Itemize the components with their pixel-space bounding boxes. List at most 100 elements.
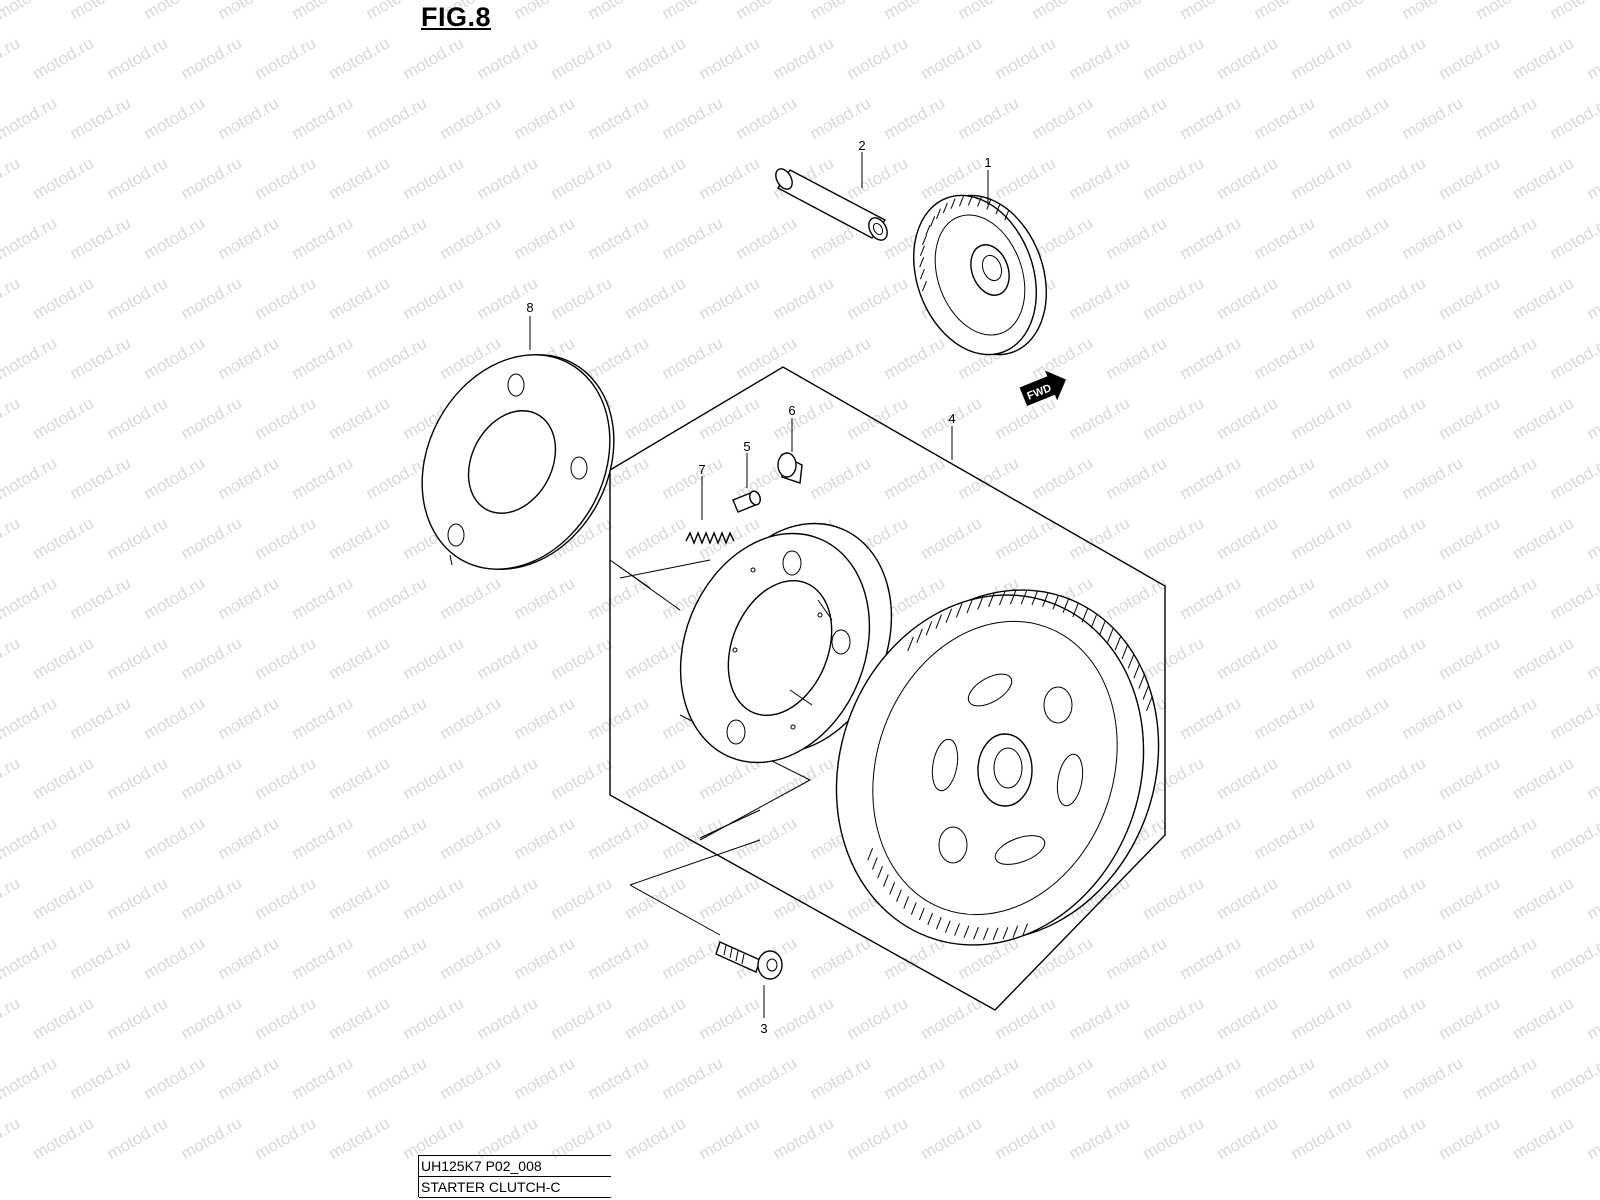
watermark-text: motod.ru xyxy=(511,933,579,983)
watermark-text: motod.ru xyxy=(1251,933,1319,983)
watermark-text: motod.ru xyxy=(363,93,431,143)
watermark-text: motod.ru xyxy=(1103,573,1171,623)
watermark-text: motod.ru xyxy=(918,1113,986,1163)
watermark-text: motod.ru xyxy=(807,0,875,23)
watermark-text: motod.ru xyxy=(1066,1113,1134,1163)
gear-tooth xyxy=(919,257,925,268)
watermark-text: motod.ru xyxy=(585,933,653,983)
watermark-text: motod.ru xyxy=(252,273,320,323)
watermark-text: motod.ru xyxy=(1362,393,1430,443)
gear-tooth xyxy=(1062,598,1070,613)
watermark-text: motod.ru xyxy=(622,753,690,803)
watermark-text: motod.ru xyxy=(1103,453,1171,503)
watermark-text: motod.ru xyxy=(1510,993,1578,1043)
watermark-text: motod.ru xyxy=(141,693,209,743)
watermark-text: motod.ru xyxy=(992,33,1060,83)
watermark-text: motod.ru xyxy=(1029,0,1097,23)
watermark-text: motod.ru xyxy=(1473,0,1541,23)
watermark-text: motod.ru xyxy=(1510,513,1578,563)
watermark-text: motod.ru xyxy=(1288,1113,1356,1163)
watermark-text: motod.ru xyxy=(67,813,135,863)
watermark-text: motod.ru xyxy=(252,153,320,203)
watermark-text: motod.ru xyxy=(1066,273,1134,323)
watermark-text: motod.ru xyxy=(770,753,838,803)
watermark-text: motod.ru xyxy=(548,33,616,83)
figure-title: FIG.8 xyxy=(421,2,492,32)
watermark-text: motod.ru xyxy=(844,33,912,83)
watermark-text: motod.ru xyxy=(1214,273,1282,323)
watermark-text: motod.ru xyxy=(696,393,764,443)
watermark-text: motod.ru xyxy=(474,153,542,203)
watermark-text: motod.ru xyxy=(474,873,542,923)
watermark-text: motod.ru xyxy=(1473,453,1541,503)
watermark-text: motod.ru xyxy=(363,933,431,983)
watermark-text: motod.ru xyxy=(0,393,23,443)
watermark-text: motod.ru xyxy=(67,453,135,503)
watermark-text: motod.ru xyxy=(1325,933,1393,983)
watermark-text: motod.ru xyxy=(1436,1113,1504,1163)
watermark-text: motod.ru xyxy=(400,753,468,803)
gear-tooth xyxy=(1004,210,1010,221)
watermark-text: motod.ru xyxy=(326,273,394,323)
watermark-text: motod.ru xyxy=(67,573,135,623)
watermark-text: motod.ru xyxy=(30,753,98,803)
watermark-text: motod.ru xyxy=(326,753,394,803)
watermark-text: motod.ru xyxy=(1029,453,1097,503)
watermark-text: motod.ru xyxy=(326,393,394,443)
watermark-text: motod.ru xyxy=(0,813,60,863)
watermark-text: motod.ru xyxy=(622,393,690,443)
watermark-text: motod.ru xyxy=(1140,513,1208,563)
watermark-text: motod.ru xyxy=(289,1053,357,1103)
watermark-text: motod.ru xyxy=(215,933,283,983)
watermark-text: motod.ru xyxy=(955,453,1023,503)
watermark-text: motod.ru xyxy=(622,513,690,563)
watermark-text: motod.ru xyxy=(807,333,875,383)
watermark-text: motod.ru xyxy=(1177,933,1245,983)
watermark-text: motod.ru xyxy=(1251,0,1319,23)
watermark-text: motod.ru xyxy=(807,453,875,503)
callout-labels: 1 2 3 4 5 6 7 8 xyxy=(526,138,991,1036)
gear-tooth xyxy=(1142,685,1150,700)
watermark-text: motod.ru xyxy=(548,873,616,923)
watermark-text: motod.ru xyxy=(1547,453,1600,503)
watermark-text: motod.ru xyxy=(1510,33,1578,83)
watermark-text: motod.ru xyxy=(104,513,172,563)
gear-tooth xyxy=(1146,696,1153,711)
watermark-text: motod.ru xyxy=(1140,873,1208,923)
watermark-text: motod.ru xyxy=(252,1113,320,1163)
watermark-text: motod.ru xyxy=(696,33,764,83)
watermark-text: motod.ru xyxy=(1399,573,1467,623)
watermark-text: motod.ru xyxy=(1214,993,1282,1043)
gear-tooth xyxy=(992,927,999,941)
fwd-direction-badge: FWD xyxy=(1019,370,1066,407)
watermark-text: motod.ru xyxy=(585,213,653,263)
watermark-text: motod.ru xyxy=(141,213,209,263)
watermark-text: motod.ru xyxy=(585,813,653,863)
watermark-text: motod.ru xyxy=(30,153,98,203)
watermark-text: motod.ru xyxy=(1584,633,1600,683)
watermark-text: motod.ru xyxy=(1325,333,1393,383)
callout-5: 5 xyxy=(743,439,750,454)
watermark-text: motod.ru xyxy=(141,453,209,503)
watermark-text: motod.ru xyxy=(1510,153,1578,203)
watermark-text: motod.ru xyxy=(1140,153,1208,203)
watermark-text: motod.ru xyxy=(30,273,98,323)
gear-tooth xyxy=(1009,589,1017,605)
watermark-text: motod.ru xyxy=(1399,693,1467,743)
watermark-text: motod.ru xyxy=(881,93,949,143)
watermark-text: motod.ru xyxy=(141,933,209,983)
watermark-text: motod.ru xyxy=(1140,33,1208,83)
watermark-text: motod.ru xyxy=(548,633,616,683)
watermark-text: motod.ru xyxy=(585,1053,653,1103)
watermark-text: motod.ru xyxy=(1510,273,1578,323)
watermark-text: motod.ru xyxy=(400,993,468,1043)
watermark-text: motod.ru xyxy=(252,633,320,683)
watermark-text: motod.ru xyxy=(659,93,727,143)
watermark-text: motod.ru xyxy=(585,333,653,383)
watermark-text: motod.ru xyxy=(1362,1113,1430,1163)
watermark-text: motod.ru xyxy=(215,813,283,863)
watermark-text: motod.ru xyxy=(1214,33,1282,83)
watermark-text: motod.ru xyxy=(733,93,801,143)
watermark-text: motod.ru xyxy=(1547,1053,1600,1103)
watermark-text: motod.ru xyxy=(67,693,135,743)
